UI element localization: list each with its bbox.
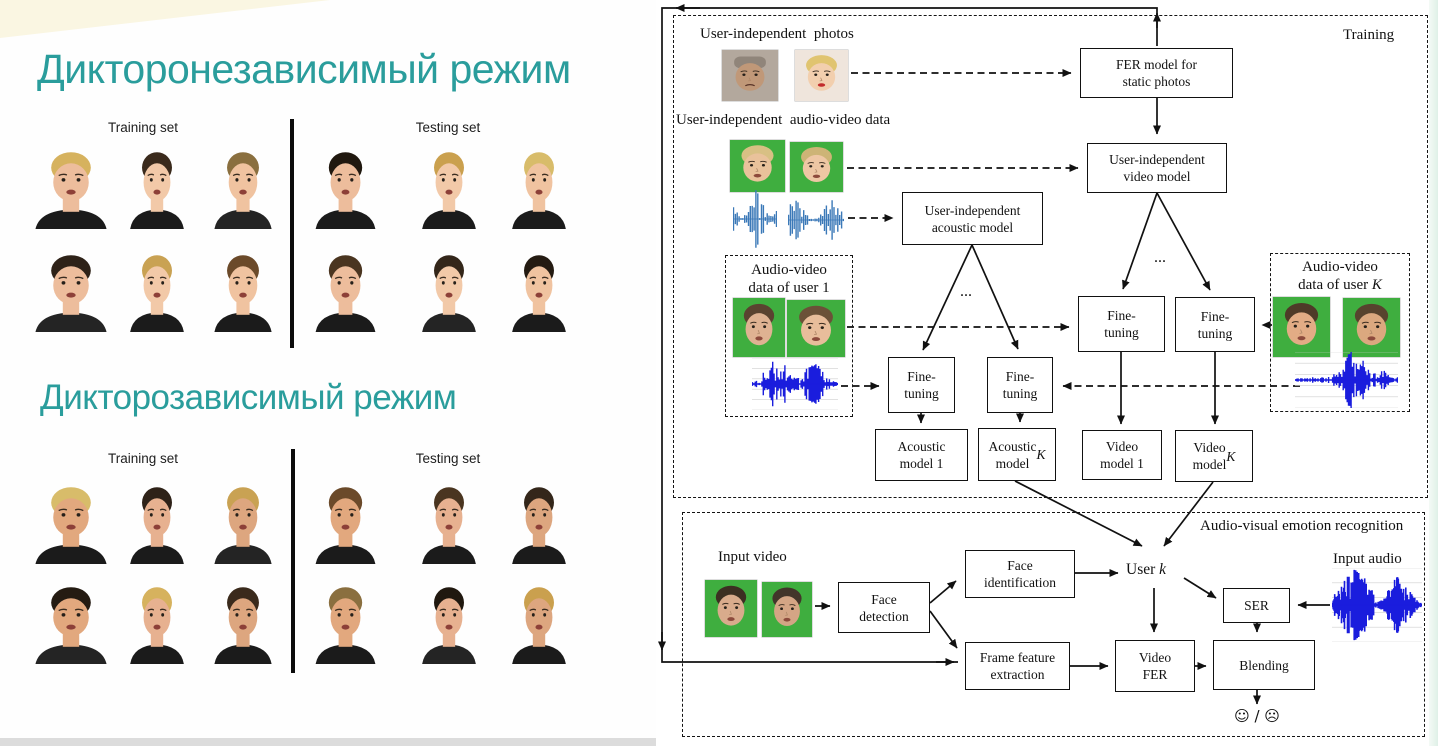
userK-video-frame: [1273, 297, 1330, 357]
audio-waveform: [733, 190, 777, 248]
userK-audio-waveform: [1295, 352, 1398, 408]
input-audio-waveform: [1332, 568, 1422, 642]
box-ftv1: Fine-tuning: [1078, 296, 1165, 352]
slide-right-edge: [1429, 0, 1438, 746]
training-face-photo: [210, 246, 276, 332]
training-face-photo: [126, 143, 188, 229]
testing-face-photo: [508, 143, 570, 229]
container-userK: [1270, 253, 1410, 412]
box-ser: SER: [1223, 588, 1290, 623]
label-input_audio: Input audio: [1333, 551, 1402, 567]
testing-face-photo: [311, 478, 380, 564]
testing-face-photo: [508, 578, 570, 664]
testing-set-label-2: Testing set: [415, 451, 481, 466]
user1-video-frame: [787, 300, 845, 357]
training-face-photo: [30, 246, 112, 332]
testing-face-photo: [418, 143, 480, 229]
training-face-photo: [126, 578, 188, 664]
label-dots1: ...: [960, 283, 972, 300]
slide-bottom-edge: [0, 738, 656, 746]
user1-audio-waveform: [752, 358, 838, 410]
training-face-photo: [126, 478, 188, 564]
training-face-photo: [210, 578, 276, 664]
slide-accent-shape: [0, 0, 330, 38]
testing-face-photo: [418, 246, 480, 332]
audio-waveform: [788, 200, 844, 240]
user1-video-frame: [733, 298, 785, 357]
testing-face-photo: [508, 246, 570, 332]
label-result: ☺ / ☹: [1234, 707, 1280, 725]
label-user_k: User k: [1126, 561, 1167, 578]
photo-woman: [795, 50, 848, 101]
testing-face-photo: [311, 143, 380, 229]
green-video-frame: [730, 140, 785, 192]
label-av_data: User-independent audio-video data: [676, 112, 891, 128]
training-face-photo: [30, 143, 112, 229]
label-photos: User-independent photos: [700, 26, 854, 42]
container-training-label: Training: [1343, 27, 1395, 43]
title-speaker-independent: Дикторонезависимый режим: [37, 46, 571, 92]
label-dots2: ...: [1154, 249, 1166, 266]
green-video-frame: [790, 142, 843, 192]
title-speaker-dependent: Дикторозависимый режим: [40, 378, 457, 417]
userK-video-frame: [1343, 298, 1400, 357]
photo-man: [722, 50, 778, 101]
input-video-frame: [705, 580, 757, 637]
testing-face-photo: [311, 246, 380, 332]
train-test-divider-2: [291, 449, 295, 673]
label-input_video: Input video: [718, 549, 787, 565]
training-face-photo: [30, 578, 112, 664]
training-face-photo: [126, 246, 188, 332]
testing-face-photo: [418, 578, 480, 664]
training-face-photo: [210, 478, 276, 564]
training-set-label-1: Training set: [107, 120, 179, 135]
box-ftvK: Fine-tuning: [1175, 297, 1255, 352]
input-video-frame: [762, 582, 812, 637]
training-face-photo: [30, 478, 112, 564]
box-ftaK: Fine-tuning: [987, 357, 1053, 413]
box-fta1: Fine-tuning: [888, 357, 955, 413]
testing-set-label-1: Testing set: [415, 120, 481, 135]
container-recognition-label: Audio-visual emotion recognition: [1200, 518, 1404, 534]
training-set-label-2: Training set: [107, 451, 179, 466]
train-test-divider-1: [290, 119, 294, 348]
box-blend: Blending: [1213, 640, 1315, 690]
left-slide: Дикторонезависимый режим Дикторозависимы…: [0, 0, 656, 746]
training-face-photo: [210, 143, 276, 229]
testing-face-photo: [508, 478, 570, 564]
testing-face-photo: [311, 578, 380, 664]
testing-face-photo: [418, 478, 480, 564]
